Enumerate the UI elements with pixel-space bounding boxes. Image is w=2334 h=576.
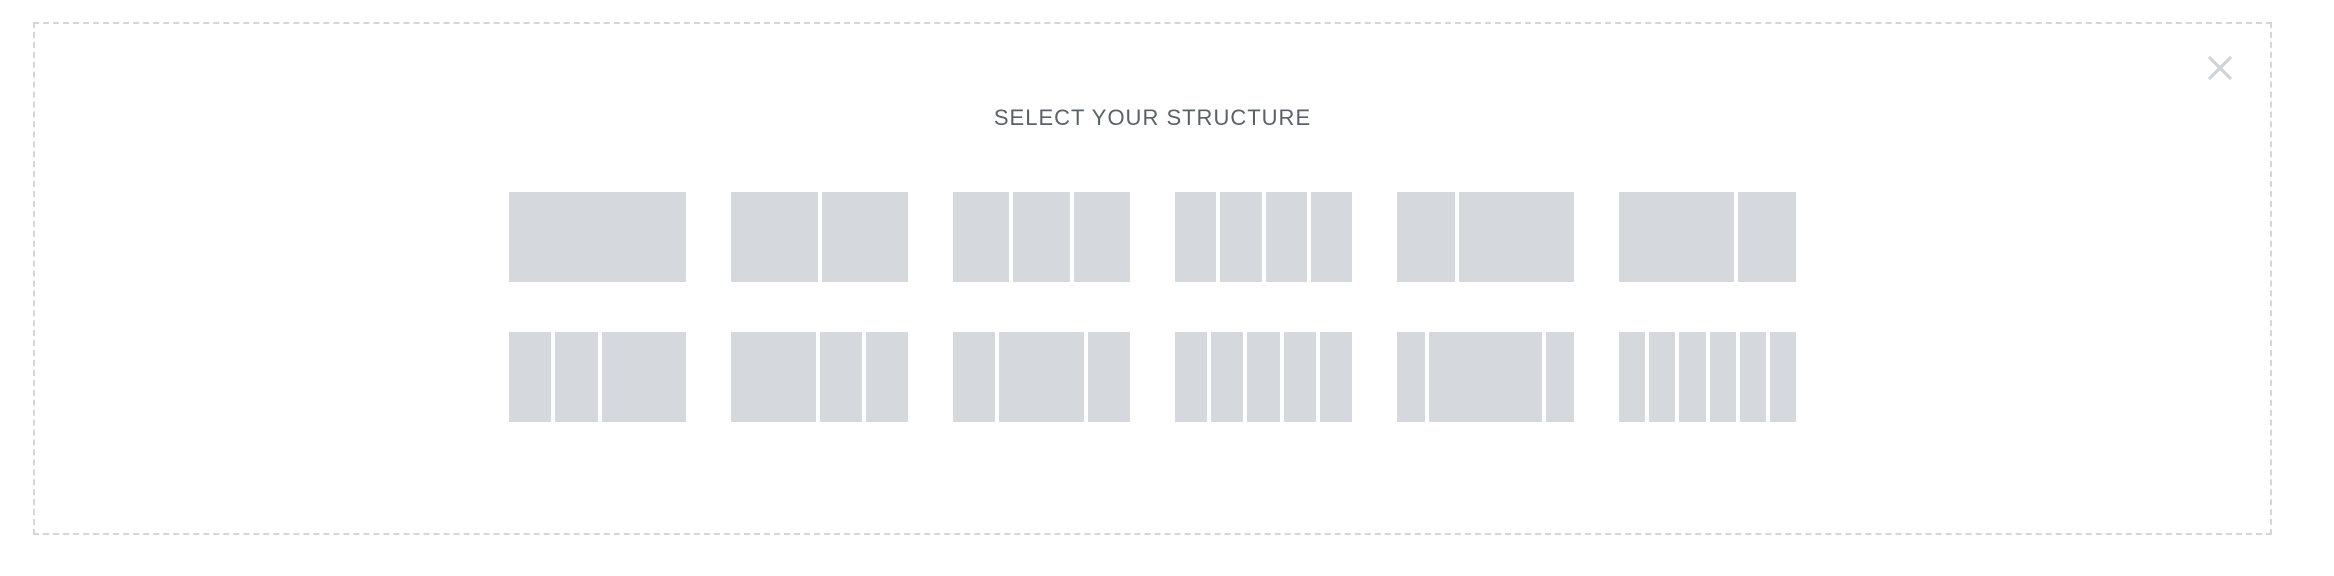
structure-option-two-columns-wide-narrow[interactable]	[1619, 192, 1796, 282]
structure-grid	[35, 192, 2270, 422]
structure-column	[821, 192, 908, 282]
structure-column	[1175, 192, 1217, 282]
structure-column	[1310, 192, 1352, 282]
structure-column	[555, 332, 598, 422]
structure-row	[509, 332, 1797, 422]
structure-column	[1429, 332, 1542, 422]
structure-column	[1087, 332, 1130, 422]
structure-column	[601, 332, 686, 422]
structure-option-two-columns-narrow-wide[interactable]	[1397, 192, 1574, 282]
structure-column	[1397, 332, 1426, 422]
structure-column	[819, 332, 862, 422]
structure-option-three-columns-wide-narrow-narrow[interactable]	[731, 332, 908, 422]
structure-option-two-columns-equal[interactable]	[731, 192, 908, 282]
structure-column	[1175, 332, 1208, 422]
structure-column	[1397, 192, 1455, 282]
close-icon[interactable]	[2198, 46, 2242, 90]
structure-column	[1211, 332, 1244, 422]
structure-column	[1679, 332, 1706, 422]
structure-column	[1709, 332, 1736, 422]
structure-column	[1619, 192, 1735, 282]
structure-option-six-columns-equal[interactable]	[1619, 332, 1797, 422]
structure-row	[509, 192, 1796, 282]
structure-column	[1265, 192, 1307, 282]
structure-column	[731, 332, 816, 422]
structure-column	[1458, 192, 1574, 282]
structure-option-three-columns-narrow-narrow-wide[interactable]	[509, 332, 686, 422]
structure-column	[509, 332, 552, 422]
structure-option-three-columns-narrow-wide-narrow[interactable]	[953, 332, 1130, 422]
structure-column	[509, 192, 686, 282]
structure-column	[1013, 192, 1070, 282]
structure-column	[1220, 192, 1262, 282]
close-icon-glyph	[2208, 56, 2232, 80]
page-title: SELECT YOUR STRUCTURE	[993, 105, 1312, 130]
structure-column	[953, 332, 996, 422]
structure-column	[1247, 332, 1280, 422]
structure-option-one-column[interactable]	[509, 192, 686, 282]
structure-column	[731, 192, 818, 282]
structure-option-three-columns-equal[interactable]	[953, 192, 1130, 282]
structure-column	[1649, 332, 1676, 422]
structure-column	[999, 332, 1084, 422]
structure-option-three-columns-narrow-widest-narrow[interactable]	[1397, 332, 1575, 422]
structure-column	[1319, 332, 1353, 422]
structure-column	[865, 332, 908, 422]
structure-column	[1545, 332, 1575, 422]
structure-option-four-columns-equal[interactable]	[1175, 192, 1352, 282]
structure-column	[1769, 332, 1797, 422]
structure-column	[1619, 332, 1646, 422]
structure-column	[953, 192, 1010, 282]
select-structure-dialog: SELECT YOUR STRUCTURE	[33, 22, 2272, 535]
structure-column	[1073, 192, 1130, 282]
structure-column	[1283, 332, 1316, 422]
structure-column	[1739, 332, 1766, 422]
structure-option-five-columns-equal[interactable]	[1175, 332, 1353, 422]
structure-column	[1738, 192, 1796, 282]
